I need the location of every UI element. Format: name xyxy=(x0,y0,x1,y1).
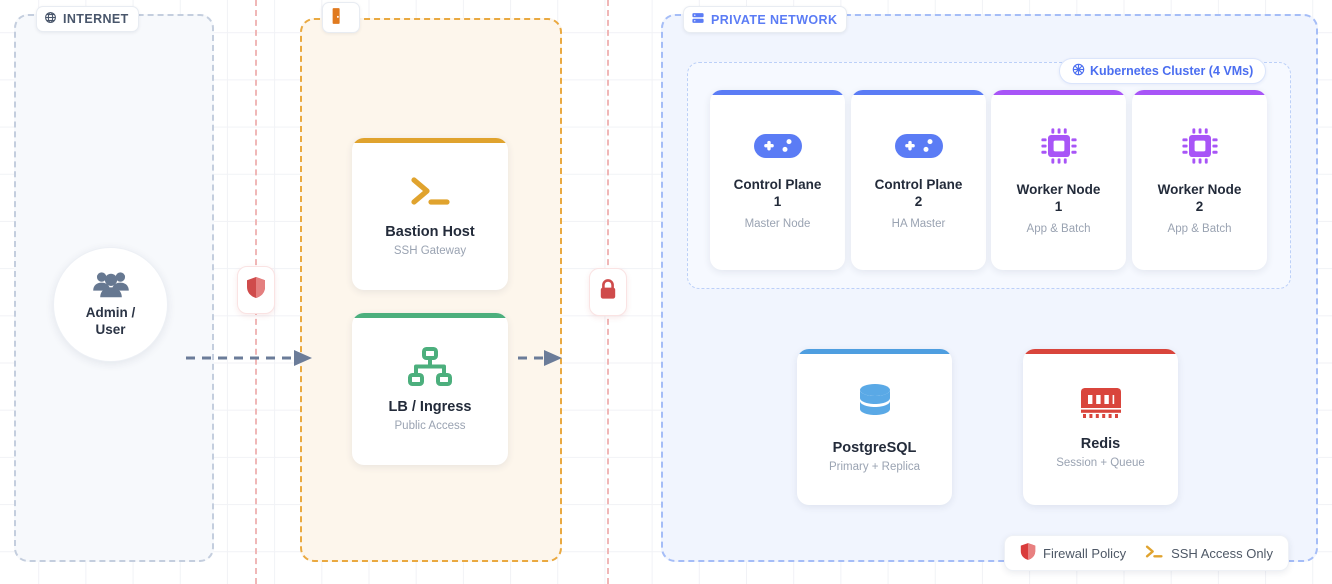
actor-label-line2: User xyxy=(95,322,126,337)
card-accent-bar xyxy=(352,313,508,318)
node-subtitle: SSH Gateway xyxy=(393,245,467,258)
node-bastion-host[interactable]: Bastion Host SSH Gateway xyxy=(352,138,508,290)
node-control-plane-2[interactable]: Control Plane 2 HA Master xyxy=(851,90,986,270)
node-title: Worker Node 2 xyxy=(1158,182,1242,214)
node-control-plane-1[interactable]: Control Plane 1 Master Node xyxy=(710,90,845,270)
actor-label: Admin / User xyxy=(77,305,145,339)
legend-label: SSH Access Only xyxy=(1171,545,1273,561)
legend: Firewall Policy SSH Access Only xyxy=(1004,535,1289,571)
node-worker-1[interactable]: Worker Node 1 App & Batch xyxy=(991,90,1126,270)
zone-dmz xyxy=(300,18,562,562)
node-title: Bastion Host xyxy=(385,223,475,240)
node-subtitle: Master Node xyxy=(744,217,811,230)
zone-label-private-network-text: PRIVATE NETWORK xyxy=(711,12,838,27)
globe-icon xyxy=(44,11,57,27)
lock-icon xyxy=(598,278,618,306)
terminal-icon xyxy=(407,172,453,210)
server-stack-icon xyxy=(691,11,705,28)
card-accent-bar xyxy=(797,349,952,354)
node-title-line1: Control Plane xyxy=(874,177,963,193)
node-title: LB / Ingress xyxy=(388,398,472,415)
node-redis[interactable]: Redis Session + Queue xyxy=(1023,349,1178,505)
door-icon xyxy=(330,7,344,28)
legend-item-ssh-access-only: SSH Access Only xyxy=(1144,543,1273,563)
node-title: PostgreSQL xyxy=(832,439,917,456)
gamepad-icon xyxy=(894,131,943,161)
arrow-dmz-to-private xyxy=(518,350,562,366)
card-accent-bar xyxy=(851,90,986,95)
node-title: Control Plane 2 xyxy=(875,177,963,209)
legend-label: Firewall Policy xyxy=(1043,545,1127,561)
gamepad-icon xyxy=(753,131,802,161)
arrow-user-to-dmz xyxy=(186,350,312,366)
node-subtitle: App & Batch xyxy=(1026,222,1091,235)
encryption-marker-dmz-private[interactable] xyxy=(589,268,627,316)
card-accent-bar xyxy=(1132,90,1267,95)
zone-label-internet-text: INTERNET xyxy=(63,12,129,26)
actor-label-line1: Admin / xyxy=(85,305,136,321)
node-lb-ingress[interactable]: LB / Ingress Public Access xyxy=(352,313,508,465)
node-subtitle: Primary + Replica xyxy=(828,461,921,474)
node-title: Redis xyxy=(1080,435,1121,452)
node-title-line1: Worker Node xyxy=(1016,182,1101,198)
node-subtitle: Session + Queue xyxy=(1056,457,1145,470)
microchip-icon xyxy=(1180,126,1220,166)
node-title-line2: 2 xyxy=(1195,198,1204,214)
terminal-icon xyxy=(1144,543,1164,563)
card-accent-bar xyxy=(710,90,845,95)
database-icon xyxy=(855,382,895,424)
node-title-line1: Control Plane xyxy=(733,177,822,193)
zone-label-internet: INTERNET xyxy=(36,6,139,32)
node-title-line2: 1 xyxy=(1054,198,1063,214)
node-title: Worker Node 1 xyxy=(1017,182,1101,214)
card-accent-bar xyxy=(991,90,1126,95)
kubernetes-cluster-label: Kubernetes Cluster (4 VMs) xyxy=(1059,58,1267,84)
kubernetes-cluster-label-text: Kubernetes Cluster (4 VMs) xyxy=(1090,64,1254,78)
card-accent-bar xyxy=(1023,349,1178,354)
node-title: Control Plane 1 xyxy=(734,177,822,209)
node-title-line2: 1 xyxy=(773,193,782,209)
firewall-marker-internet-dmz[interactable] xyxy=(237,266,275,314)
actor-admin-user[interactable]: Admin / User xyxy=(53,247,168,362)
node-subtitle: HA Master xyxy=(891,217,946,230)
node-worker-2[interactable]: Worker Node 2 App & Batch xyxy=(1132,90,1267,270)
node-title-line2: 2 xyxy=(914,193,923,209)
node-subtitle: App & Batch xyxy=(1167,222,1232,235)
helm-wheel-icon xyxy=(1072,63,1085,79)
node-title-line1: Worker Node xyxy=(1157,182,1242,198)
card-accent-bar xyxy=(352,138,508,143)
memory-icon xyxy=(1079,386,1123,420)
zone-label-dmz xyxy=(322,2,360,33)
node-subtitle: Public Access xyxy=(394,420,466,433)
sitemap-icon xyxy=(407,346,453,387)
microchip-icon xyxy=(1039,126,1079,166)
shield-half-icon xyxy=(1020,542,1036,564)
legend-item-firewall-policy: Firewall Policy xyxy=(1020,542,1126,564)
users-icon xyxy=(92,270,130,300)
shield-half-icon xyxy=(246,276,266,304)
node-postgresql[interactable]: PostgreSQL Primary + Replica xyxy=(797,349,952,505)
zone-label-private-network: PRIVATE NETWORK xyxy=(683,6,848,33)
